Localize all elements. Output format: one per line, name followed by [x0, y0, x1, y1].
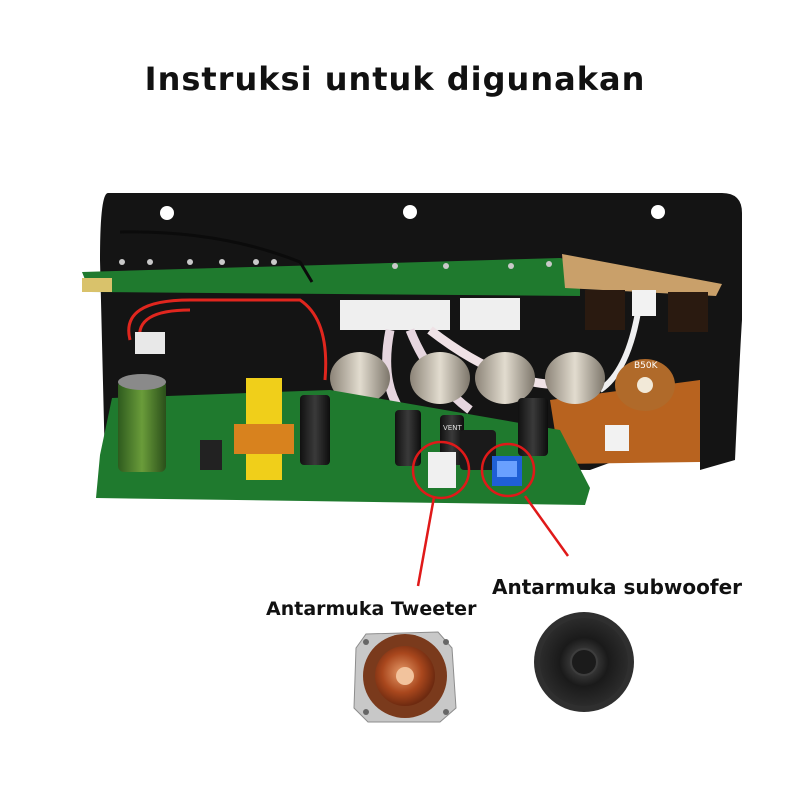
capacitor-marking: VENT [443, 424, 462, 432]
subwoofer-image [534, 612, 634, 712]
subwoofer-callout-circle [480, 442, 536, 498]
subwoofer-callout-line [523, 495, 570, 557]
callouts [411, 440, 570, 587]
tweeter-callout-circle [411, 440, 471, 500]
mounting-hole [160, 206, 174, 220]
tweeter-image [353, 631, 457, 723]
page-title: Instruksi untuk digunakan [144, 60, 646, 98]
subwoofer-interface-label: Antarmuka subwoofer [492, 575, 743, 599]
tweeter-callout-line [416, 496, 436, 587]
main-pcb: VENT [96, 374, 590, 505]
tweeter-connector [428, 452, 456, 488]
mounting-hole [403, 205, 417, 219]
top-pcb [82, 230, 580, 296]
pot-marking: B50K [634, 361, 659, 371]
mounting-hole [651, 205, 665, 219]
potentiometers: B50K [330, 352, 675, 451]
tweeter-interface-label: Antarmuka Tweeter [266, 598, 477, 620]
